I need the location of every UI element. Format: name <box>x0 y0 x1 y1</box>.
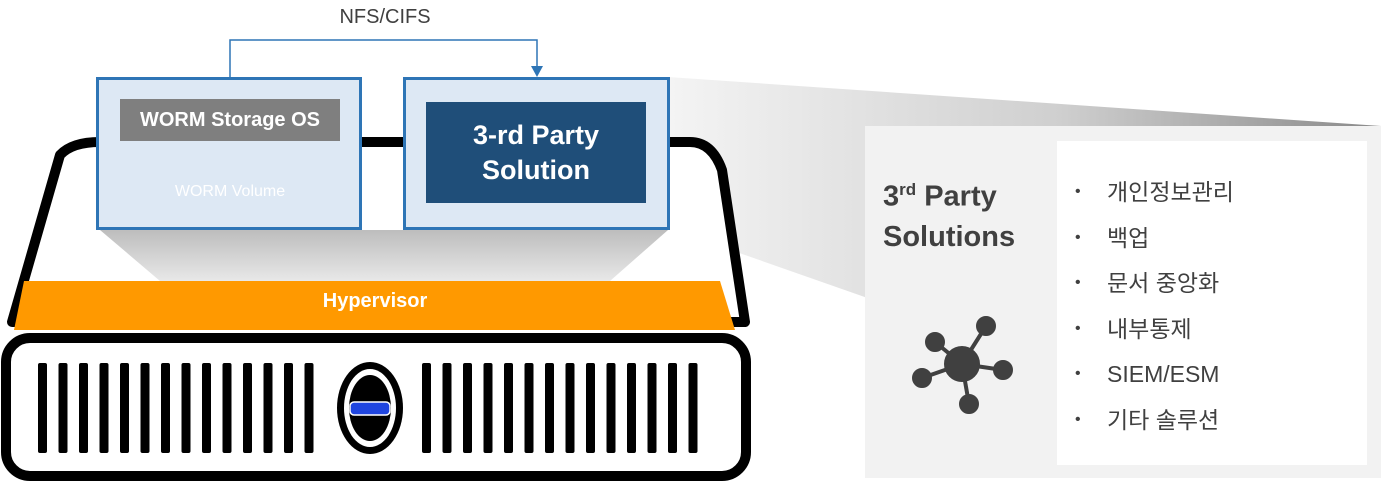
vent-slot <box>627 363 636 453</box>
third-party-solution-box[interactable]: 3-rd Party Solution <box>426 102 646 203</box>
network-hub-icon <box>912 316 1013 414</box>
vent-slot <box>140 363 150 453</box>
vent-slot <box>565 363 575 453</box>
vent-slot <box>606 363 616 453</box>
list-item: •문서 중앙화 <box>1075 270 1220 297</box>
vent-slot <box>545 363 554 453</box>
vent-slot <box>483 363 493 453</box>
vent-slot <box>79 363 88 453</box>
vents-right <box>422 363 698 453</box>
list-item: •기타 솔루션 <box>1075 406 1220 433</box>
vent-slot <box>243 363 252 453</box>
solution-line-2: Solution <box>482 154 590 185</box>
vm-shadow <box>100 230 668 281</box>
vent-slot <box>284 363 293 453</box>
solution-line-1: 3-rd Party <box>472 119 600 150</box>
solutions-list: •개인정보관리 •백업 •문서 중앙화 •내부통제 •SIEM/ESM •기타 … <box>1075 177 1234 451</box>
vent-slot <box>58 363 68 453</box>
vent-slot <box>524 363 534 453</box>
vent-slot <box>463 363 472 453</box>
panel-title: 3rd Party Solutions <box>883 180 1016 253</box>
vent-slot <box>647 363 657 453</box>
vent-slot <box>442 363 452 453</box>
list-item: •개인정보관리 <box>1075 179 1234 205</box>
power-indicator-icon <box>349 401 391 416</box>
worm-volume-label: WORM Volume <box>174 183 286 200</box>
hypervisor-label: Hypervisor <box>322 290 428 312</box>
list-item: •SIEM/ESM <box>1075 361 1220 388</box>
vent-slot <box>222 363 232 453</box>
vent-slot <box>586 363 595 453</box>
vent-slot <box>422 363 431 453</box>
vent-slot <box>202 363 211 453</box>
vent-slot <box>38 363 47 453</box>
vent-slot <box>688 363 698 453</box>
vent-slot <box>263 363 273 453</box>
list-item: •백업 <box>1075 224 1150 251</box>
nfs-arrowhead-icon <box>531 66 543 77</box>
vent-slot <box>181 363 191 453</box>
vent-slot <box>99 363 109 453</box>
vent-slot <box>161 363 170 453</box>
nfs-connector-line <box>229 39 538 78</box>
list-item: •내부통제 <box>1075 315 1192 342</box>
vents-left <box>38 363 314 453</box>
solutions-list-box: •개인정보관리 •백업 •문서 중앙화 •내부통제 •SIEM/ESM •기타 … <box>1057 141 1367 465</box>
vent-slot <box>120 363 129 453</box>
vent-slot <box>668 363 677 453</box>
vent-slot <box>304 363 314 453</box>
solutions-panel: 3rd Party Solutions •개인정보관리 •백업 •문서 중앙화 … <box>865 126 1381 478</box>
worm-storage-os-label: WORM Storage OS <box>120 99 340 141</box>
nfs-cifs-label: NFS/CIFS <box>339 6 431 28</box>
vent-slot <box>504 363 513 453</box>
hypervisor-band[interactable] <box>14 281 735 330</box>
